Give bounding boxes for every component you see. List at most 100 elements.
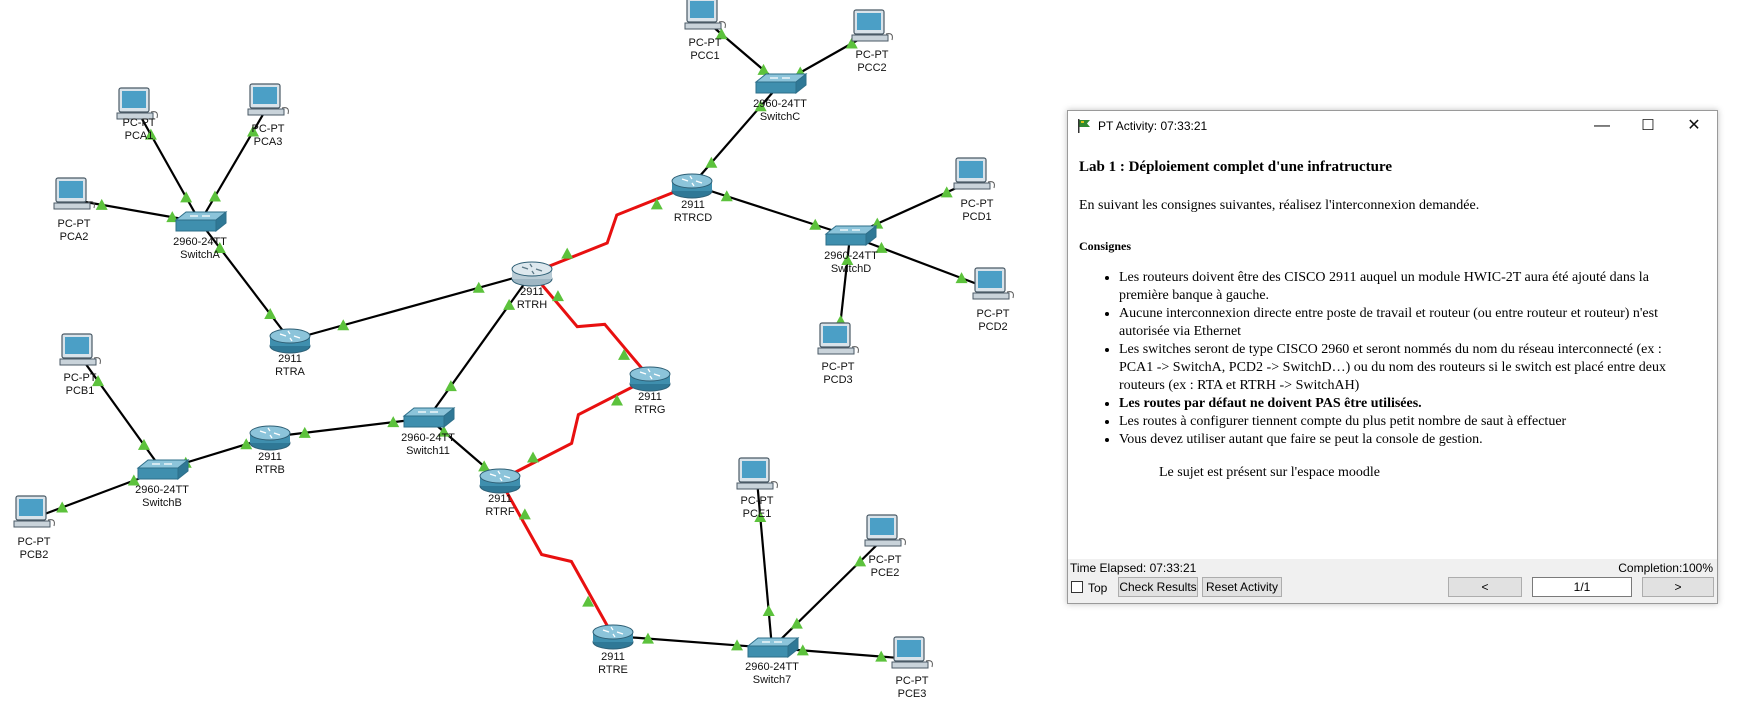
device-name-label: PCA1: [125, 130, 154, 142]
link-status-icon: [720, 190, 733, 202]
serial-link[interactable]: [498, 479, 615, 637]
next-page-button[interactable]: >: [1642, 577, 1714, 597]
link-status-icon: [754, 510, 767, 522]
device-name-label: RTRB: [255, 464, 285, 476]
serial-link[interactable]: [499, 376, 651, 482]
close-button[interactable]: ✕: [1687, 117, 1701, 134]
ethernet-link[interactable]: [79, 355, 163, 471]
link-status-icon: [705, 156, 718, 168]
device-name-label: PCD1: [962, 211, 991, 223]
link-status-icon: [208, 190, 221, 202]
link-status-icon: [247, 125, 260, 137]
link-status-icon: [841, 253, 854, 265]
pt-activity-window[interactable]: PT Activity: 07:33:21 — ☐ ✕ Lab 1 : Dépl…: [1067, 110, 1718, 604]
link-status-icon: [845, 37, 858, 49]
device-model-label: 2911: [278, 353, 302, 365]
device-name-label: PCA3: [254, 136, 283, 148]
device-model-label: 2960-24TT: [401, 432, 455, 444]
instructions-panel: Lab 1 : Déploiement complet d'une infrat…: [1070, 141, 1715, 559]
device-model-label: PC-PT: [822, 361, 855, 373]
rule-item: Les routeurs doivent être des CISCO 2911…: [1119, 269, 1699, 305]
device-name-label: RTRCD: [674, 212, 712, 224]
device-model-label: PC-PT: [689, 37, 722, 49]
rule-item: Aucune interconnexion directe entre post…: [1119, 305, 1699, 341]
link-status-icon: [478, 460, 491, 472]
link-status-icon: [796, 644, 809, 656]
packet-tracer-flag-icon: [1078, 119, 1090, 133]
serial-link[interactable]: [530, 272, 652, 379]
ethernet-link[interactable]: [755, 479, 774, 649]
device-name-label: PCE2: [871, 567, 900, 579]
link-status-icon: [213, 241, 226, 253]
link-status-icon: [527, 451, 539, 463]
ethernet-link[interactable]: [612, 634, 773, 650]
device-model-label: 2911: [488, 493, 512, 505]
device-model-label: PC-PT: [123, 117, 156, 129]
minimize-button[interactable]: —: [1594, 117, 1610, 134]
ethernet-link[interactable]: [427, 272, 533, 419]
previous-page-button[interactable]: <: [1448, 577, 1522, 597]
top-checkbox-label: Top: [1088, 581, 1108, 595]
link-status-icon: [337, 319, 350, 331]
check-results-button[interactable]: Check Results: [1118, 577, 1198, 597]
device-name-label: RTRF: [485, 506, 514, 518]
ethernet-link[interactable]: [199, 221, 291, 341]
top-checkbox[interactable]: [1071, 581, 1083, 593]
device-model-label: PC-PT: [741, 495, 774, 507]
ethernet-link[interactable]: [289, 271, 533, 342]
ethernet-link[interactable]: [136, 109, 201, 223]
device-model-label: 2960-24TT: [824, 250, 878, 262]
device-name-label: PCC1: [690, 50, 719, 62]
reset-activity-button[interactable]: Reset Activity: [1202, 577, 1282, 597]
ethernet-link[interactable]: [849, 234, 994, 292]
link-status-icon: [92, 375, 105, 387]
ethernet-link[interactable]: [269, 416, 429, 439]
link-status-icon: [754, 100, 767, 112]
ethernet-link[interactable]: [199, 105, 269, 223]
link-status-icon: [854, 555, 867, 567]
link-status-icon: [611, 394, 623, 406]
ethernet-link[interactable]: [691, 183, 851, 238]
link-status-icon: [790, 617, 803, 629]
serial-link[interactable]: [531, 183, 693, 275]
device-name-label: PCB1: [66, 385, 95, 397]
device-model-label: 2960-24TT: [753, 98, 807, 110]
ethernet-link[interactable]: [771, 536, 886, 649]
ethernet-link[interactable]: [691, 83, 781, 186]
title-bar[interactable]: PT Activity: 07:33:21 — ☐ ✕: [1068, 111, 1717, 141]
link-status-icon: [127, 474, 140, 486]
completion-indicator: Completion:100%: [1618, 561, 1713, 575]
link-status-icon: [503, 298, 516, 310]
device-model-label: 2960-24TT: [745, 661, 799, 673]
link-status-icon: [641, 632, 654, 644]
device-model-label: 2911: [520, 286, 544, 298]
maximize-button[interactable]: ☐: [1641, 117, 1655, 134]
